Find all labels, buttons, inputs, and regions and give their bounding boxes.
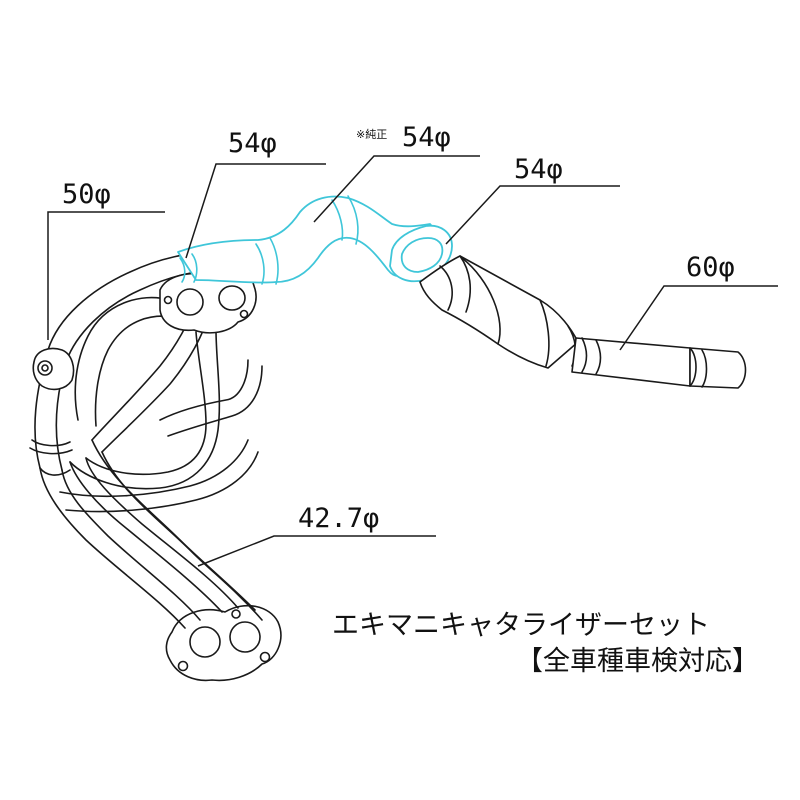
label-catalyzer-inlet-diameter: 54φ <box>514 154 563 185</box>
front-pipe-highlight <box>177 195 453 285</box>
leader-cat-54 <box>445 185 620 245</box>
tail-pipe <box>571 337 747 389</box>
upper-collector-flange <box>159 268 257 334</box>
lower-head-flange <box>165 604 282 682</box>
leader-oem-54 <box>313 155 480 223</box>
leader-header-50 <box>47 211 165 340</box>
label-header-diameter: 50φ <box>62 179 111 210</box>
label-oem-pipe-diameter: 54φ <box>402 122 451 153</box>
header-joint-rings <box>29 439 73 476</box>
leader-lines <box>47 155 778 567</box>
leader-tail-60 <box>619 285 778 351</box>
header-bracket <box>32 347 75 391</box>
leader-runner-427 <box>197 535 436 567</box>
header-loops <box>34 251 263 513</box>
leader-front-54 <box>185 163 326 259</box>
lower-runners <box>39 439 263 629</box>
label-front-pipe-diameter: 54φ <box>228 128 277 159</box>
label-outlet-diameter: 60φ <box>686 252 735 283</box>
label-runner-diameter: 42.7φ <box>298 503 379 534</box>
caption-product-name: エキマニキャタライザーセット <box>332 610 710 641</box>
caption-approval: 【全車種車検対応】 <box>516 646 759 677</box>
catalytic-converter <box>419 255 579 369</box>
label-oem-note: ※純正 <box>356 128 387 141</box>
